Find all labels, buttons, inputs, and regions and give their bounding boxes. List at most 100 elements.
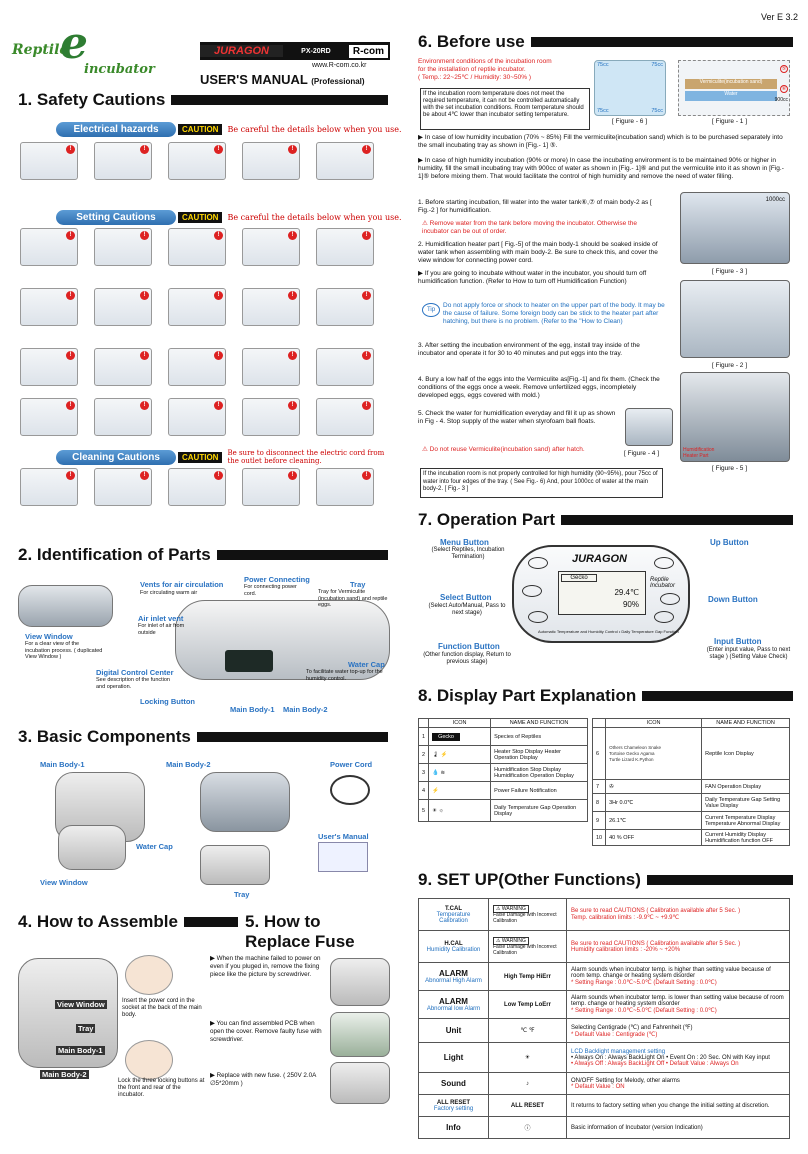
function-button[interactable] <box>528 611 548 623</box>
caution-illustration: ! <box>20 142 78 180</box>
up-button[interactable] <box>654 557 674 569</box>
caution-illustration: ! <box>168 348 226 386</box>
prohibited-icon: ! <box>288 231 297 240</box>
comp-tray-label: Tray <box>234 890 250 899</box>
input-button[interactable] <box>654 611 674 623</box>
caution-illustration: ! <box>242 348 300 386</box>
humidity-icon: 💧 ≋ <box>428 763 492 782</box>
before-use-step-5: 5. Check the water for humidification ev… <box>418 410 616 425</box>
prohibited-icon: ! <box>66 231 75 240</box>
dcc-desc: See description of the function and oper… <box>96 677 170 690</box>
figure-4-caption: [ Figure - 4 ] <box>624 450 660 457</box>
down-button[interactable] <box>660 593 680 605</box>
before-use-step-4: 4. Bury a low half of the eggs into the … <box>418 376 660 399</box>
info-icon: ⓘ <box>488 1116 567 1139</box>
power-failure-icon: ⚡ <box>428 781 492 800</box>
tip-icon: Tip <box>422 303 440 317</box>
manual-title: USER'S MANUAL (Professional) <box>200 72 365 87</box>
caution-illustration: ! <box>168 288 226 326</box>
tray-desc: Tray for Vermiculite (incubation sand) a… <box>318 589 388 608</box>
asm-step-1: Insert the power cord in the socket at t… <box>122 998 202 1018</box>
menu-button-desc: (Select Reptiles, Incubation Termination… <box>431 547 505 560</box>
incubator-image <box>175 600 390 680</box>
prohibited-icon: ! <box>362 471 371 480</box>
figure-1-caption: [ Figure - 1 ] <box>712 118 748 125</box>
caution-illustration: ! <box>316 398 374 436</box>
section-components-title: 3. Basic Components <box>18 727 388 747</box>
prohibited-icon: ! <box>362 401 371 410</box>
before-use-bullet-3: ▶ If you are going to incubate without w… <box>418 270 647 285</box>
water-cap-desc: To facilitate water top-up for the humid… <box>306 669 383 682</box>
figure-6-image: 75cc 75cc 75cc 75cc <box>594 60 666 116</box>
caution-illustration: ! <box>94 468 152 506</box>
figure-5-caption: [ Figure - 5 ] <box>712 465 748 472</box>
prohibited-icon: ! <box>214 291 223 300</box>
tray-label: Tray <box>350 580 366 589</box>
prohibited-icon: ! <box>288 145 297 154</box>
caution-illustration: ! <box>242 288 300 326</box>
before-use-step-2: 2. Humidification heater part [ Fig.-5] … <box>418 241 658 264</box>
website: www.R-com.co.kr <box>312 62 367 69</box>
caution-illustration: ! <box>168 142 226 180</box>
prohibited-icon: ! <box>140 145 149 154</box>
prohibited-icon: ! <box>362 291 371 300</box>
caution-illustration: ! <box>20 228 78 266</box>
setting-cautions-label: Setting Cautions <box>56 210 176 225</box>
tip-text: Do not apply force or shock to heater on… <box>443 302 665 325</box>
figure-2-image <box>680 280 790 358</box>
locking-label: Locking Button <box>140 697 195 706</box>
comp-tray-image <box>200 845 270 885</box>
rcom-logo: R-com <box>348 44 388 58</box>
brand-bar: JURAGON PX-20RD R-com <box>200 42 390 60</box>
before-use-bullet-1: ▶ In case of low humidity incubation (70… <box>418 134 783 149</box>
prohibited-icon: ! <box>66 291 75 300</box>
power-connecting-desc: For connecting power cord. <box>244 584 297 597</box>
comp-view-window-image <box>58 825 126 870</box>
caution-illustration: ! <box>168 228 226 266</box>
function-button-label: Function Button <box>438 642 500 651</box>
section-assemble-title: 4. How to Assemble <box>18 912 238 932</box>
caution-illustration: ! <box>94 142 152 180</box>
prohibited-icon: ! <box>362 351 371 360</box>
comp-manual-image <box>318 842 368 872</box>
caution-illustration: ! <box>316 348 374 386</box>
control-panel: JURAGON Gecko 29.4℃ 90% Reptile Incubato… <box>512 545 690 643</box>
caution-illustration: ! <box>20 348 78 386</box>
air-inlet-label: Air inlet vent <box>138 614 184 623</box>
section-operation-title: 7. Operation Part <box>418 510 793 530</box>
prohibited-icon: ! <box>362 145 371 154</box>
asm-view-window-label: View Window <box>55 1000 107 1009</box>
cleaning-cautions-label: Cleaning Cautions <box>56 450 176 465</box>
fan-icon: ✇ <box>605 779 703 794</box>
up-button-label: Up Button <box>710 538 749 547</box>
reptile-icons: Others Chameleon Snake Tortoise Gecko Ag… <box>609 744 661 762</box>
before-use-bullet-2: ▶ In case of high humidity incubation (9… <box>418 157 784 180</box>
prohibited-icon: ! <box>66 351 75 360</box>
heater-icon: 🌡 ⚡ <box>428 745 492 764</box>
select-button-desc: (Select Auto/Manual, Pass to next stage) <box>428 603 506 616</box>
prohibited-icon: ! <box>140 401 149 410</box>
caution-illustration: ! <box>316 228 374 266</box>
comp-main-body-1-label: Main Body-1 <box>40 760 85 769</box>
caution-illustration: ! <box>242 228 300 266</box>
main-body-1-label: Main Body-1 <box>230 705 275 714</box>
figure-1-image: Vermiculite(incubation sand) Water ⑤ ⑥ 9… <box>678 60 790 116</box>
dcc-label: Digital Control Center <box>96 668 174 677</box>
fuse-image-1 <box>330 958 390 1006</box>
section-before-use-title: 6. Before use <box>418 32 793 52</box>
section-setup-title: 9. SET UP(Other Functions) <box>418 870 793 890</box>
figure-3-caption: [ Figure - 3 ] <box>712 268 748 275</box>
input-button-desc: (Enter input value, Pass to next stage )… <box>706 647 791 660</box>
caution-illustration: ! <box>242 142 300 180</box>
temp-gap-icon: ☀ ☼ <box>428 799 492 822</box>
asm-lock-image <box>125 1040 173 1080</box>
prohibited-icon: ! <box>214 401 223 410</box>
vents-label: Vents for air circulation <box>140 580 224 589</box>
caution-illustration: ! <box>316 468 374 506</box>
select-button[interactable] <box>522 585 542 597</box>
menu-button[interactable] <box>528 557 548 569</box>
control-panel-image <box>225 650 273 672</box>
